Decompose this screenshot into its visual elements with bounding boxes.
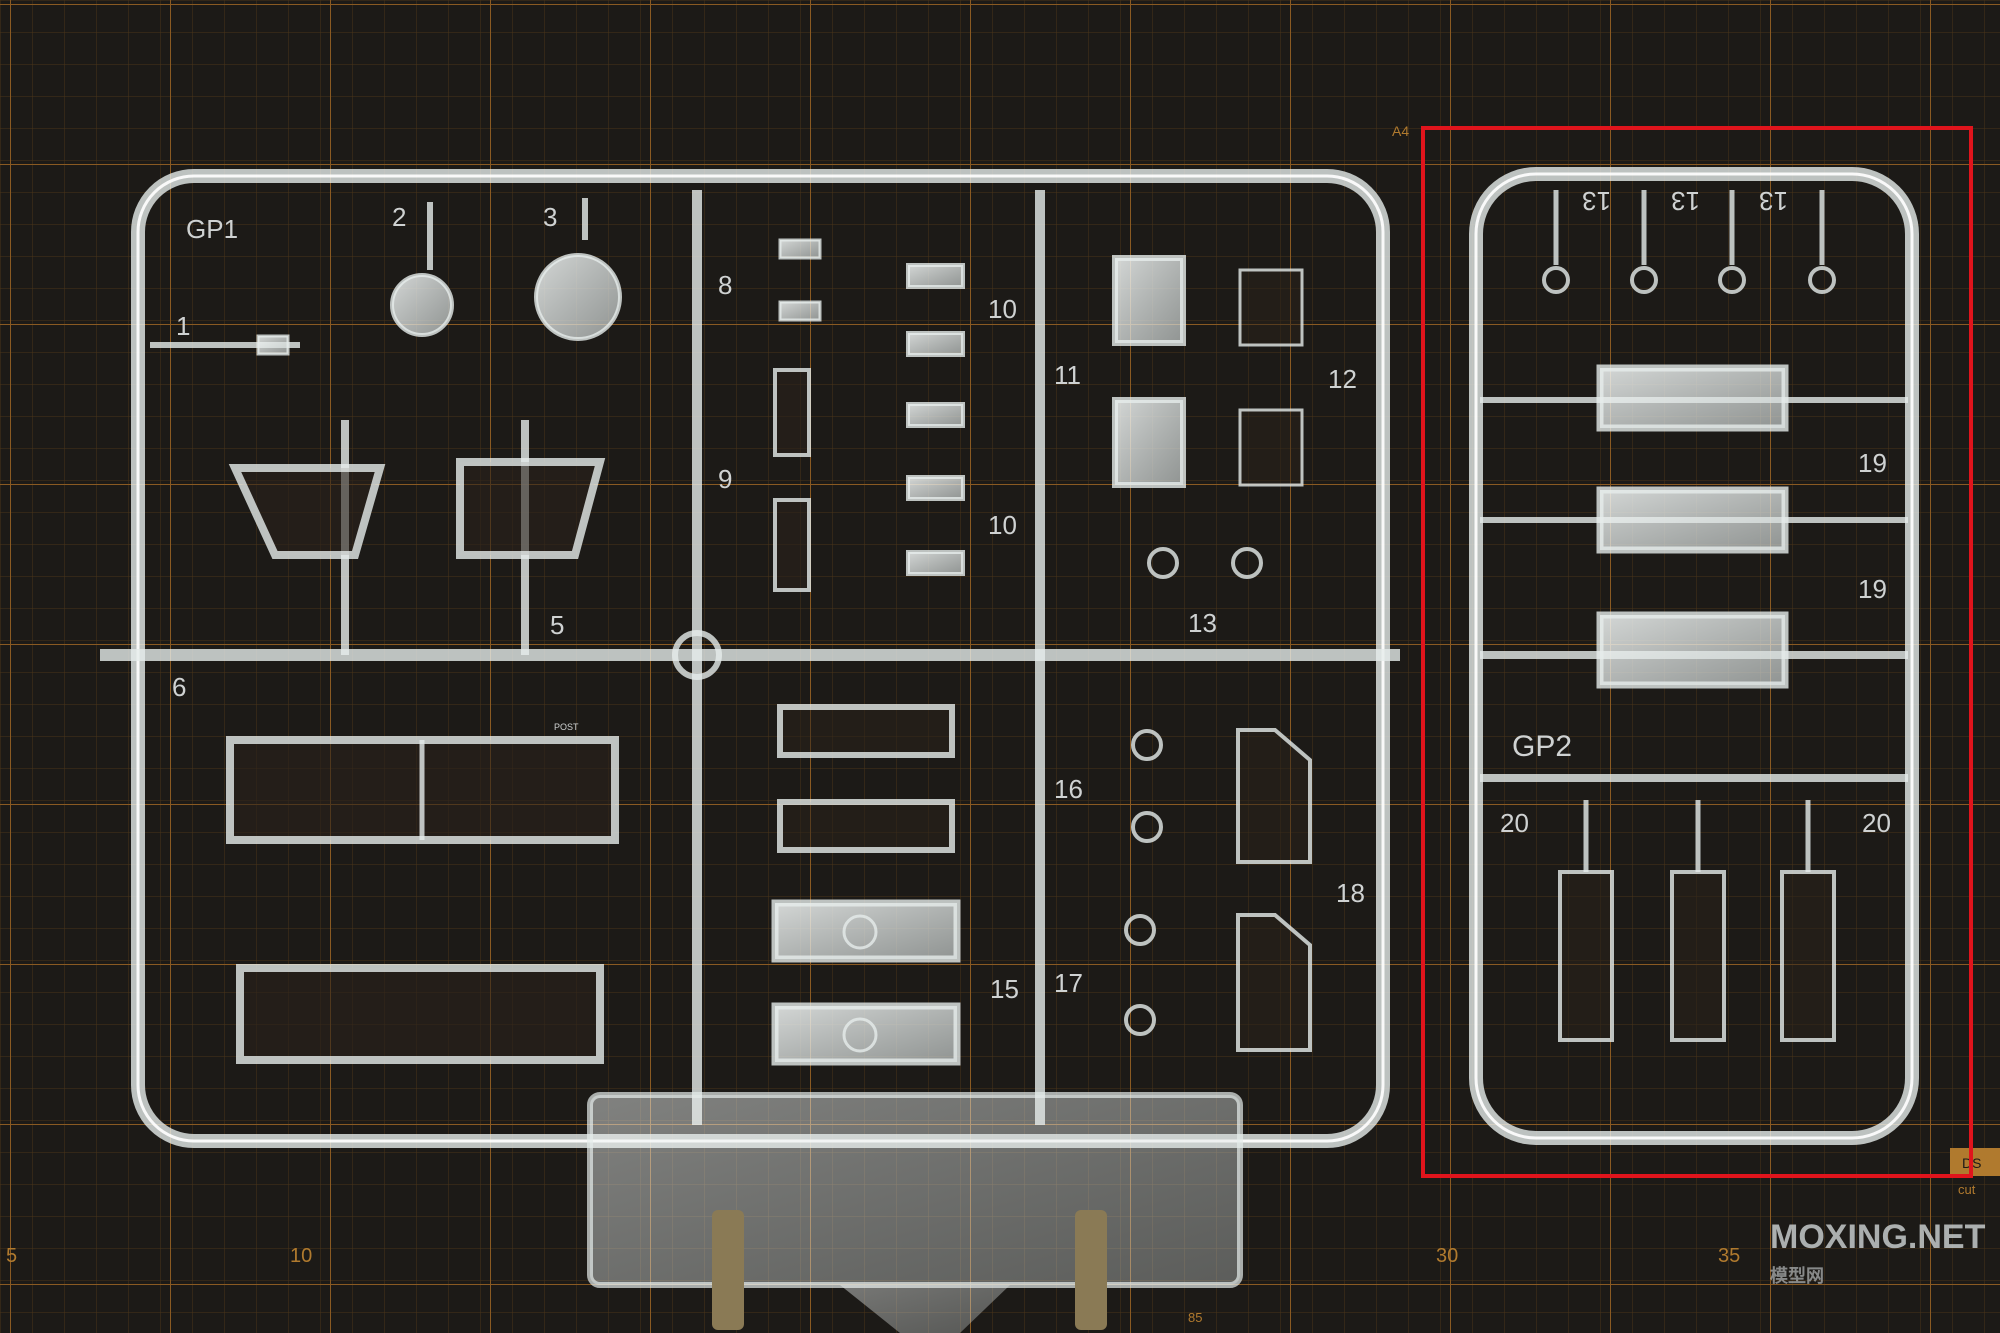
part-number-10-bottom: 10 [988,510,1017,540]
mat-corner-label: A4 [1392,123,1409,139]
part-number-17: 17 [1054,968,1083,998]
part-number-13-gp2-b: 13 [1671,186,1700,216]
sprue-gp2 [1469,167,1919,1145]
post-label: POST [554,722,579,732]
part-number-20-a: 20 [1500,808,1529,838]
sprue-code-gp2: GP2 [1512,730,1572,763]
part-number-18: 18 [1336,878,1365,908]
part-number-1: 1 [176,311,190,341]
part-number-19-a: 19 [1858,448,1887,478]
part-number-9: 9 [718,464,732,494]
part-number-15: 15 [990,974,1019,1004]
gp2-labels: 13 13 13 19 19 GP2 20 20 [1500,186,1891,838]
sprue-gp1 [100,169,1400,1148]
gp1-labels: GP1 1 2 3 5 6 8 9 10 10 11 12 13 15 16 1… [172,202,1365,1004]
part-number-19-b: 19 [1858,574,1887,604]
part-number-11: 11 [1054,360,1081,390]
part-number-12: 12 [1328,364,1357,394]
scale-mark-10: 10 [290,1245,312,1267]
highlight-box [1421,126,1973,1178]
part-number-13-gp2-a: 13 [1582,186,1611,216]
part-number-13: 13 [1188,608,1217,638]
watermark-text: MOXING.NET [1770,1218,1986,1256]
scale-mark-5: 5 [6,1245,17,1267]
watermark: MOXING.NET 模型网 [1770,1218,1986,1286]
sprue-stand [587,1092,1243,1333]
sprue-code-gp1: GP1 [186,214,238,244]
scale-mark-30: 30 [1436,1245,1458,1267]
scale-mark-35: 35 [1718,1245,1740,1267]
part-number-3: 3 [543,202,557,232]
part-number-8: 8 [718,270,732,300]
part-number-5: 5 [550,610,564,640]
mat-bottom-mark: 85 [1188,1310,1202,1325]
mat-edge-text-2: cut [1958,1182,1976,1197]
part-number-10-top: 10 [988,294,1017,324]
part-number-16: 16 [1054,774,1083,804]
part-number-20-b: 20 [1862,808,1891,838]
part-number-2: 2 [392,202,406,232]
watermark-cn: 模型网 [1770,1265,1824,1286]
part-number-6: 6 [172,672,186,702]
part-number-13-gp2-c: 13 [1759,186,1788,216]
